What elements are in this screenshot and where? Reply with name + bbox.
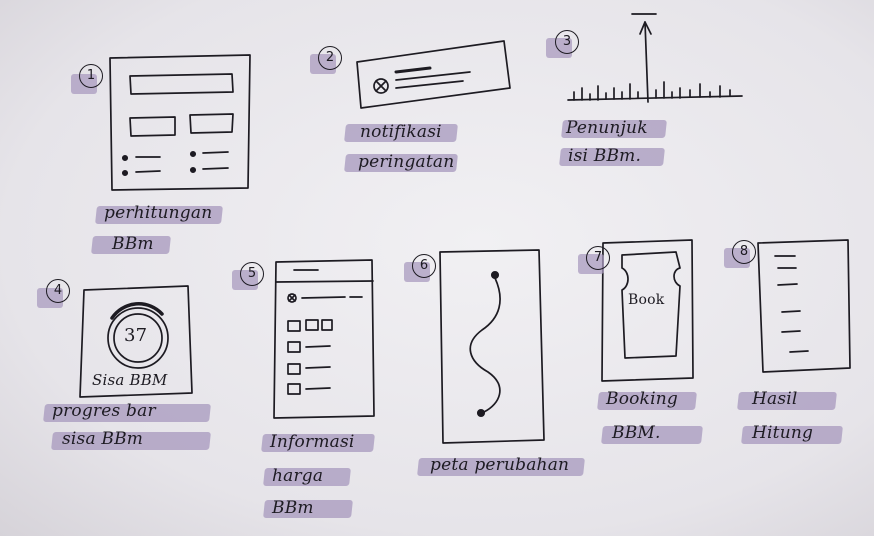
- label-3-line-1: Penunjuk: [566, 118, 648, 138]
- label-4-line-2: sisa BBm: [62, 429, 144, 449]
- sketch-2-notification: [356, 40, 511, 109]
- label-5-line-3: BBm: [272, 498, 314, 518]
- label-7-line-2: BBM.: [612, 423, 661, 443]
- sketch-8-result-list: [757, 239, 851, 373]
- sketch-7-booking: [601, 239, 694, 382]
- gauge-caption: Sisa BBM: [92, 371, 168, 389]
- label-1-line-2: BBm: [112, 234, 154, 254]
- sketch-number-7: 7: [586, 246, 610, 270]
- label-5-line-1: Informasi: [270, 432, 355, 452]
- sketch-number-1: 1: [79, 64, 103, 88]
- label-6-line-1: peta perubahan: [430, 455, 570, 475]
- label-2-line-1: notifikasi: [360, 122, 442, 142]
- sketch-4-progress-gauge: [79, 285, 193, 398]
- sketch-5-price-list: [273, 259, 375, 419]
- book-button: Book: [628, 292, 665, 308]
- label-4-line-1: progres bar: [52, 401, 156, 421]
- label-2-line-2: peringatan: [358, 152, 455, 172]
- sketch-number-5: 5: [240, 262, 264, 286]
- label-1-line-1: perhitungan: [104, 203, 213, 223]
- label-5-line-2: harga: [272, 466, 324, 486]
- gauge-value: 37: [124, 325, 148, 346]
- sketch-1-calculation-form: [109, 54, 251, 191]
- sketch-number-2: 2: [318, 46, 342, 70]
- sketch-6-map-route: [439, 249, 545, 444]
- sketch-number-3: 3: [555, 30, 579, 54]
- label-8-line-2: Hitung: [752, 423, 814, 443]
- sketch-number-6: 6: [412, 254, 436, 278]
- sketch-number-4: 4: [46, 279, 70, 303]
- sketch-3-fuel-indicator: [567, 13, 743, 103]
- label-3-line-2: isi BBm.: [568, 146, 642, 166]
- label-8-line-1: Hasil: [752, 389, 798, 409]
- label-7-line-1: Booking: [606, 389, 678, 409]
- sketch-number-8: 8: [732, 240, 756, 264]
